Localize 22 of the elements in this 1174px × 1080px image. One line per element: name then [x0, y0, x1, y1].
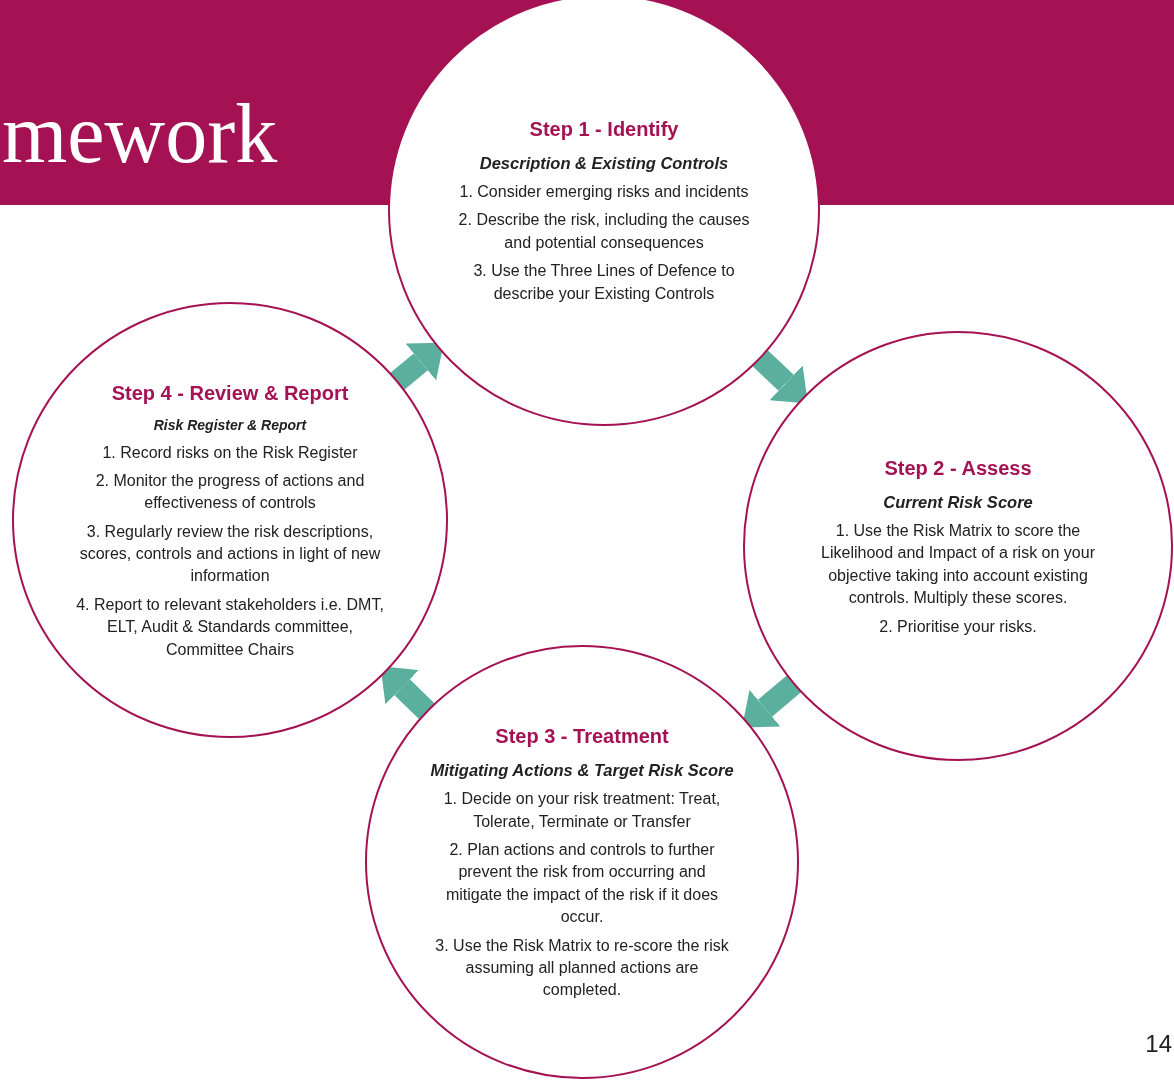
step-item: 1. Consider emerging risks and incidents	[458, 182, 750, 203]
step-heading: Step 1 - Identify	[528, 116, 680, 142]
step-item: 2. Describe the risk, including the causes and potential consequences	[457, 210, 751, 253]
step-heading: Step 4 - Review & Report	[110, 380, 350, 406]
step-subheading: Description & Existing Controls	[478, 152, 730, 174]
step-heading: Step 2 - Assess	[883, 455, 1033, 481]
step-item: 2. Plan actions and controls to further prevent the risk from occurring and mitigate the impact of the risk if it does occur.	[444, 840, 720, 928]
step-item: 1. Record risks on the Risk Register	[101, 442, 359, 463]
step-item: 4. Report to relevant stakeholders i.e. DMT, ELT, Audit & Standards committee, Committee Chairs	[75, 594, 385, 660]
step-item: 3. Regularly review the risk descriptions, scores, controls and actions in light of new information	[78, 521, 382, 587]
step-item: 3. Use the Three Lines of Defence to describe your Existing Controls	[472, 261, 736, 304]
step-item: 3. Use the Risk Matrix to re-score the risk assuming all planned actions are completed.	[434, 935, 730, 1001]
step-subheading: Current Risk Score	[882, 491, 1034, 513]
step-item: 1. Use the Risk Matrix to score the Likelihood and Impact of a risk on your objective taking into account existing controls. Multiply these scores.	[820, 521, 1096, 609]
step-item: 2. Prioritise your risks.	[878, 616, 1038, 637]
page-number: 14	[1145, 1030, 1172, 1058]
step-subheading: Mitigating Actions & Target Risk Score	[429, 760, 735, 782]
step-item: 1. Decide on your risk treatment: Treat, Tolerate, Terminate or Transfer	[442, 789, 722, 832]
step-item: 2. Monitor the progress of actions and effectiveness of controls	[94, 470, 366, 514]
title: mework	[2, 92, 278, 176]
step-heading: Step 3 - Treatment	[494, 724, 670, 750]
step-subheading: Risk Register & Report	[152, 415, 308, 435]
